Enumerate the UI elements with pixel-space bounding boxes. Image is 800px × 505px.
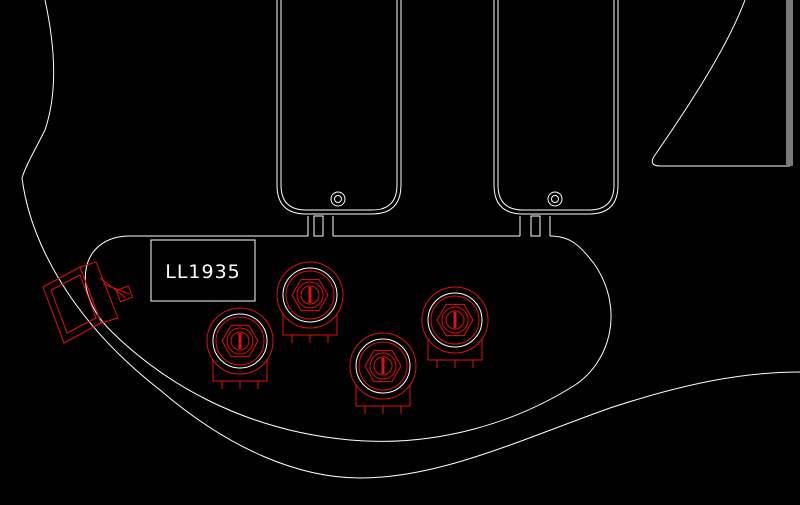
bridge-pickup-tab — [530, 215, 541, 237]
bridge-pickup-screw-inner — [551, 195, 559, 203]
bridge-pickup-screw-outer — [547, 191, 563, 207]
neck-pickup — [276, 0, 402, 215]
output-jack — [42, 261, 134, 344]
pot-3[interactable] — [349, 332, 417, 414]
pot-2[interactable] — [276, 261, 344, 343]
bridge-pickup-inner — [497, 0, 615, 211]
body-edge-mark — [786, 0, 793, 166]
body-outline — [21, 0, 800, 479]
label-box — [150, 239, 256, 302]
pot-1[interactable] — [206, 307, 274, 389]
neck-pickup-tab — [313, 215, 324, 237]
label-text: LL1935 — [165, 261, 241, 283]
control-cavity — [84, 235, 612, 442]
neck-pickup-screw-outer — [330, 191, 346, 207]
neck-pickup-screw-inner — [334, 195, 342, 203]
horn-outline — [651, 0, 790, 167]
bridge-pickup — [493, 0, 619, 215]
neck-pickup-inner — [280, 0, 398, 211]
pot-4[interactable] — [421, 286, 489, 368]
